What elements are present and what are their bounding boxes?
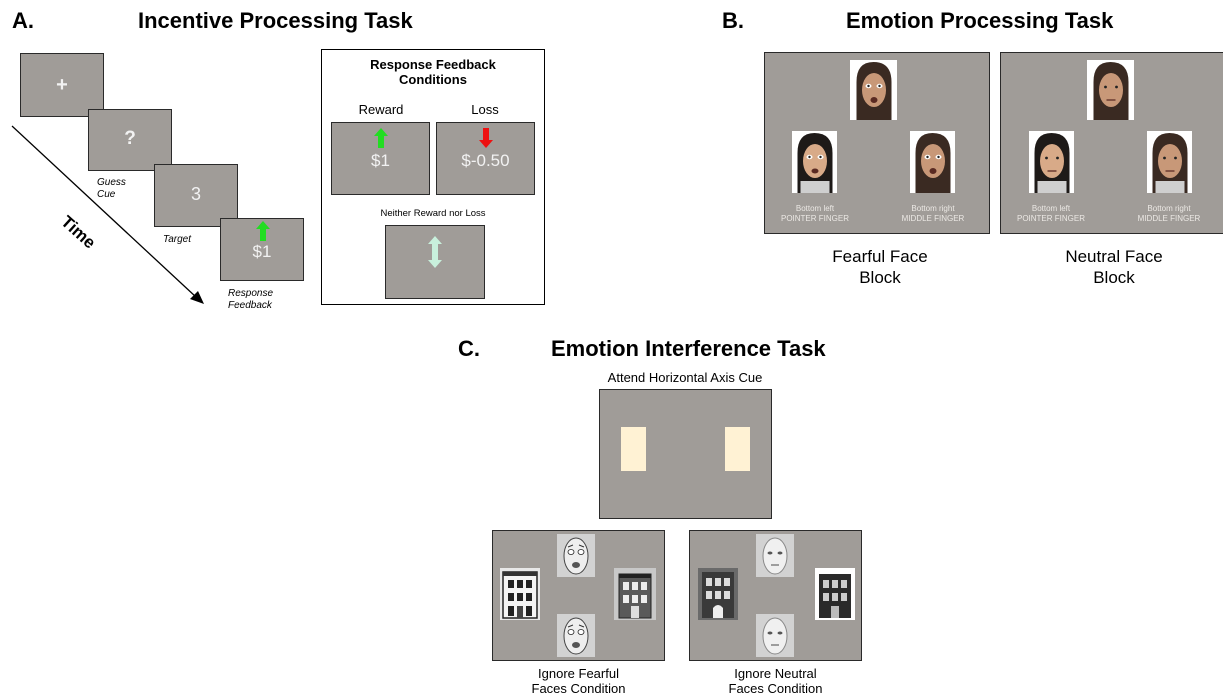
loss-label: Loss bbox=[471, 102, 499, 117]
fixation-screen: + bbox=[20, 53, 104, 117]
neutral-face-top bbox=[1087, 60, 1134, 120]
ignore-neutral-caption: Ignore Neutral Faces Condition bbox=[728, 666, 823, 696]
loss-value: $-0.50 bbox=[461, 151, 510, 170]
feedback-conditions-box: Response Feedback Conditions Reward Loss… bbox=[321, 49, 545, 305]
fearful-face-icon bbox=[856, 62, 891, 120]
green-up-arrow-icon bbox=[256, 221, 270, 241]
neutral-mask-top bbox=[756, 534, 794, 577]
ignore-fearful-caption: Ignore Fearful Faces Condition bbox=[531, 666, 626, 696]
panel-b-letter: B. bbox=[722, 8, 744, 33]
panel-a-title: Incentive Processing Task bbox=[138, 8, 413, 33]
guess-question-mark: ? bbox=[124, 128, 136, 149]
ignore-neutral-screen bbox=[689, 530, 862, 661]
fixation-cross: + bbox=[56, 74, 68, 96]
panel-a-letter: A. bbox=[12, 8, 34, 33]
house-icon bbox=[502, 571, 538, 619]
left-finger-instruction: Bottom left POINTER FINGER bbox=[1016, 204, 1085, 223]
fearful-mask-bottom bbox=[557, 614, 595, 657]
double-arrow-icon bbox=[428, 236, 442, 268]
loss-screen: $-0.50 bbox=[436, 122, 535, 195]
reward-value: $1 bbox=[371, 151, 390, 170]
fearful-face-right bbox=[910, 131, 955, 193]
ignore-fearful-screen bbox=[492, 530, 665, 661]
panel-b-title: Emotion Processing Task bbox=[846, 8, 1114, 33]
neither-screen bbox=[385, 225, 485, 299]
neutral-block-screen: Bottom left POINTER FINGER Bottom right … bbox=[1000, 52, 1223, 234]
guess-cue-caption: Guess Cue bbox=[97, 177, 126, 200]
house-right bbox=[614, 568, 656, 620]
feedback-conditions-title: Response Feedback Conditions bbox=[370, 57, 496, 87]
fearful-face-icon bbox=[797, 133, 832, 193]
target-number: 3 bbox=[190, 184, 201, 204]
reward-screen: $1 bbox=[331, 122, 430, 195]
house-icon bbox=[698, 568, 738, 620]
neutral-mask-bottom bbox=[756, 614, 794, 657]
neutral-face-icon bbox=[1093, 62, 1128, 120]
green-up-arrow-icon bbox=[374, 128, 388, 148]
house-right bbox=[815, 568, 855, 620]
neutral-face-right bbox=[1147, 131, 1192, 193]
fearful-mask-icon bbox=[563, 537, 589, 575]
right-finger-instruction: Bottom right MIDDLE FINGER bbox=[901, 204, 965, 223]
neutral-block-caption: Neutral Face Block bbox=[1065, 247, 1163, 287]
neutral-mask-icon bbox=[762, 537, 788, 575]
neutral-face-icon bbox=[1152, 133, 1187, 193]
cue-screen bbox=[599, 389, 772, 519]
feedback-value: $1 bbox=[252, 242, 272, 261]
fearful-mask-icon bbox=[563, 617, 589, 655]
house-left bbox=[698, 568, 738, 620]
left-cue-rectangle bbox=[621, 427, 646, 471]
house-icon bbox=[614, 568, 656, 620]
target-screen: 3 bbox=[154, 164, 238, 227]
feedback-screen: $1 bbox=[220, 218, 304, 281]
fearful-block-screen: Bottom left POINTER FINGER Bottom right … bbox=[764, 52, 990, 234]
fearful-mask-top bbox=[557, 534, 595, 577]
fearful-face-top bbox=[850, 60, 897, 120]
neither-label: Neither Reward nor Loss bbox=[380, 208, 486, 219]
fearful-face-left bbox=[792, 131, 837, 193]
red-down-arrow-icon bbox=[479, 128, 493, 148]
house-left bbox=[500, 568, 540, 620]
guess-screen: ? bbox=[88, 109, 172, 171]
left-finger-instruction: Bottom left POINTER FINGER bbox=[780, 204, 849, 223]
neutral-face-icon bbox=[1034, 133, 1069, 193]
neutral-face-left bbox=[1029, 131, 1074, 193]
panel-c-title: Emotion Interference Task bbox=[551, 336, 826, 361]
neutral-mask-icon bbox=[762, 617, 788, 655]
right-finger-instruction: Bottom right MIDDLE FINGER bbox=[1137, 204, 1201, 223]
panel-c-letter: C. bbox=[458, 336, 480, 361]
response-feedback-caption: Response Feedback bbox=[228, 288, 274, 311]
fearful-block-caption: Fearful Face Block bbox=[832, 247, 928, 287]
reward-label: Reward bbox=[358, 102, 404, 117]
target-caption: Target bbox=[163, 234, 191, 245]
cue-label: Attend Horizontal Axis Cue bbox=[607, 370, 763, 385]
right-cue-rectangle bbox=[725, 427, 750, 471]
fearful-face-icon bbox=[915, 133, 950, 193]
time-arrow-icon bbox=[11, 125, 204, 304]
house-icon bbox=[815, 568, 855, 620]
